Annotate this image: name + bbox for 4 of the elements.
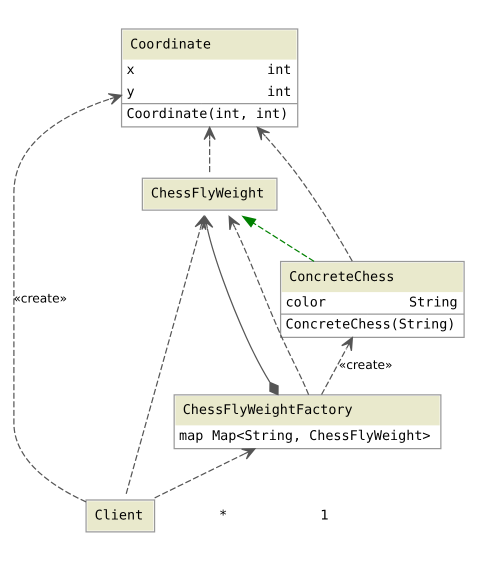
edge-label: «create» bbox=[338, 358, 392, 372]
label: * bbox=[219, 508, 226, 523]
edge-label: «create» bbox=[12, 290, 67, 305]
label: 1 bbox=[320, 508, 328, 523]
